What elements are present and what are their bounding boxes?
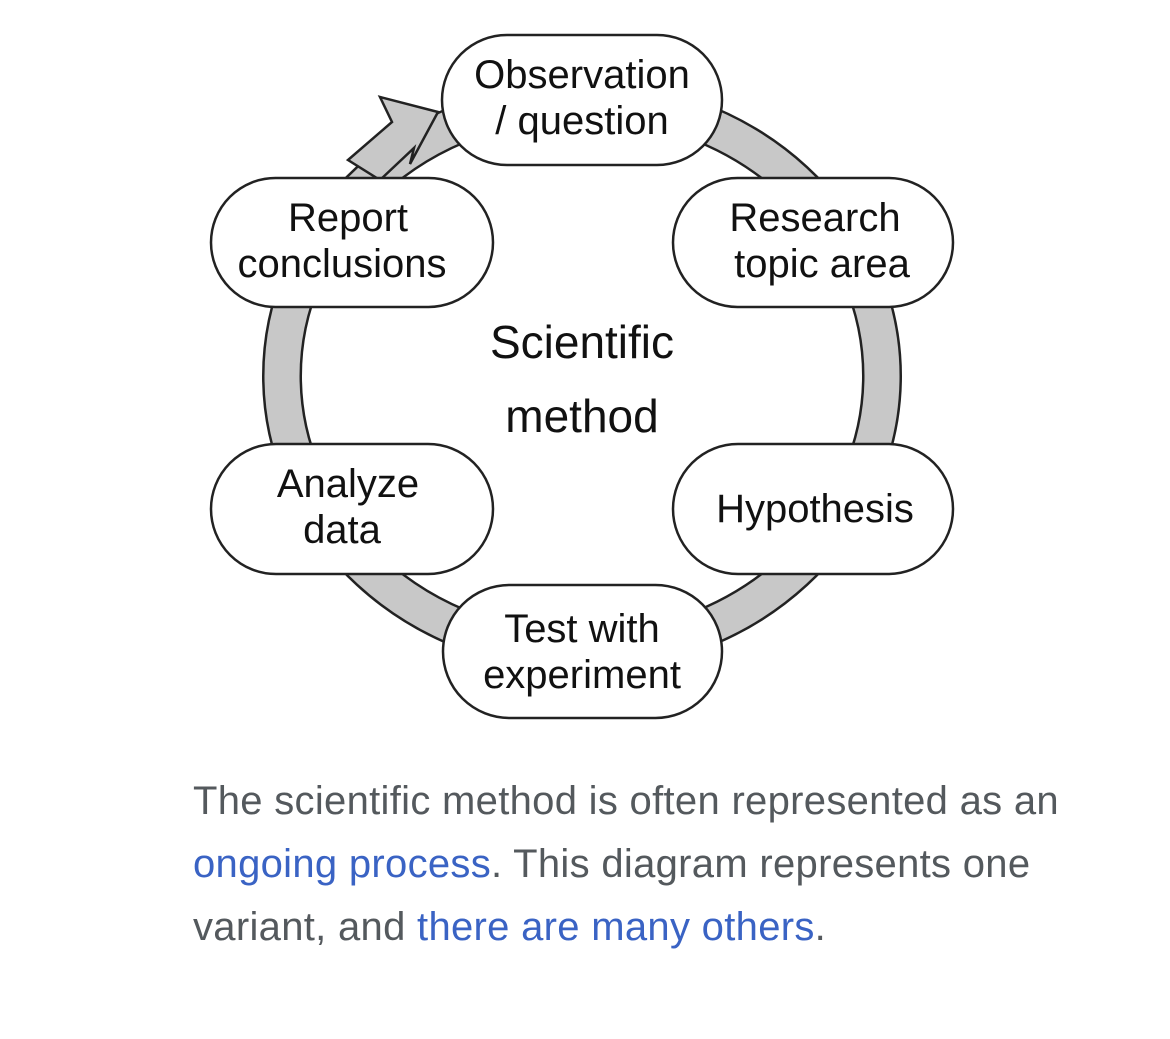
caption-text: . bbox=[814, 905, 827, 949]
svg-text:conclusions: conclusions bbox=[237, 242, 446, 286]
svg-text:Test with: Test with bbox=[504, 607, 660, 651]
cycle-arrowhead bbox=[345, 95, 440, 182]
node-research: Research topic area bbox=[671, 176, 955, 309]
svg-text:Report: Report bbox=[288, 196, 408, 240]
figure-caption: The scientific method is often represent… bbox=[193, 770, 1093, 959]
svg-text:Observation: Observation bbox=[474, 53, 690, 97]
node-observation: Observation / question bbox=[440, 33, 724, 167]
caption-text: The scientific method is often represent… bbox=[193, 779, 1059, 823]
svg-text:Analyze: Analyze bbox=[277, 462, 419, 506]
scientific-method-diagram: Observation / question Report conclusion… bbox=[209, 33, 955, 720]
node-analyze: Analyze data bbox=[209, 442, 495, 576]
caption-text: . This diagram represents one variant, a… bbox=[193, 842, 1031, 949]
link-many-others[interactable]: there are many others bbox=[417, 905, 815, 949]
svg-text:method: method bbox=[505, 390, 658, 442]
svg-text:experiment: experiment bbox=[483, 653, 681, 697]
svg-text:Scientific: Scientific bbox=[490, 316, 674, 368]
link-ongoing-process[interactable]: ongoing process bbox=[193, 842, 492, 886]
diagram-center-label: Scientific method bbox=[490, 316, 674, 442]
svg-text:data: data bbox=[303, 508, 382, 552]
svg-text:/ question: / question bbox=[495, 99, 668, 143]
svg-text:Hypothesis: Hypothesis bbox=[716, 487, 914, 531]
svg-text:Research: Research bbox=[729, 196, 900, 240]
svg-text:topic area: topic area bbox=[734, 242, 910, 286]
node-hypothesis: Hypothesis bbox=[671, 442, 955, 576]
node-test: Test with experiment bbox=[441, 583, 724, 720]
node-report: Report conclusions bbox=[209, 176, 495, 309]
